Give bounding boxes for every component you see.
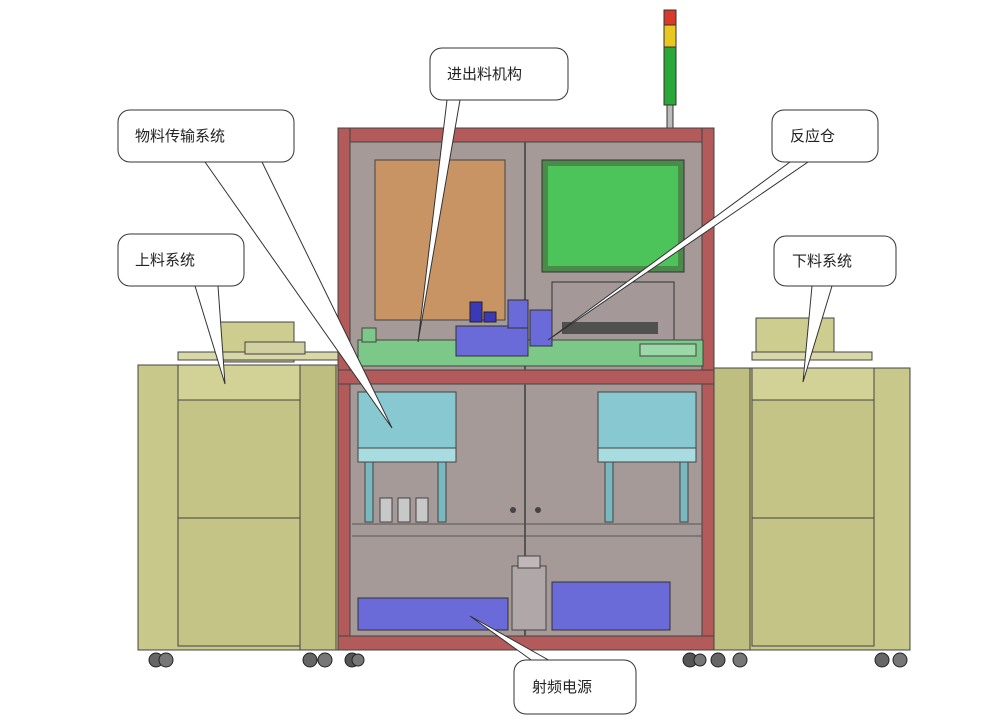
label-rf-power: 射频电源 — [532, 678, 593, 696]
label-unloading-system: 下料系统 — [792, 252, 853, 270]
callout-feed-mechanism — [417, 47, 569, 343]
callout-transfer-system — [117, 109, 393, 429]
callout-rf-power — [469, 615, 637, 715]
callout-loading-system — [117, 233, 245, 385]
callout-reaction-chamber — [547, 109, 879, 341]
label-reaction-chamber: 反应仓 — [790, 127, 836, 145]
label-transfer-system: 物料传输系统 — [135, 127, 226, 145]
unloading-system-unit — [710, 317, 911, 668]
loading-system-unit — [137, 321, 339, 668]
signal-tower — [663, 9, 677, 131]
callout-unloading-system — [773, 235, 897, 383]
label-feed-mechanism: 进出料机构 — [447, 65, 523, 83]
main-cabinet — [337, 127, 715, 668]
label-loading-system: 上料系统 — [135, 251, 196, 269]
